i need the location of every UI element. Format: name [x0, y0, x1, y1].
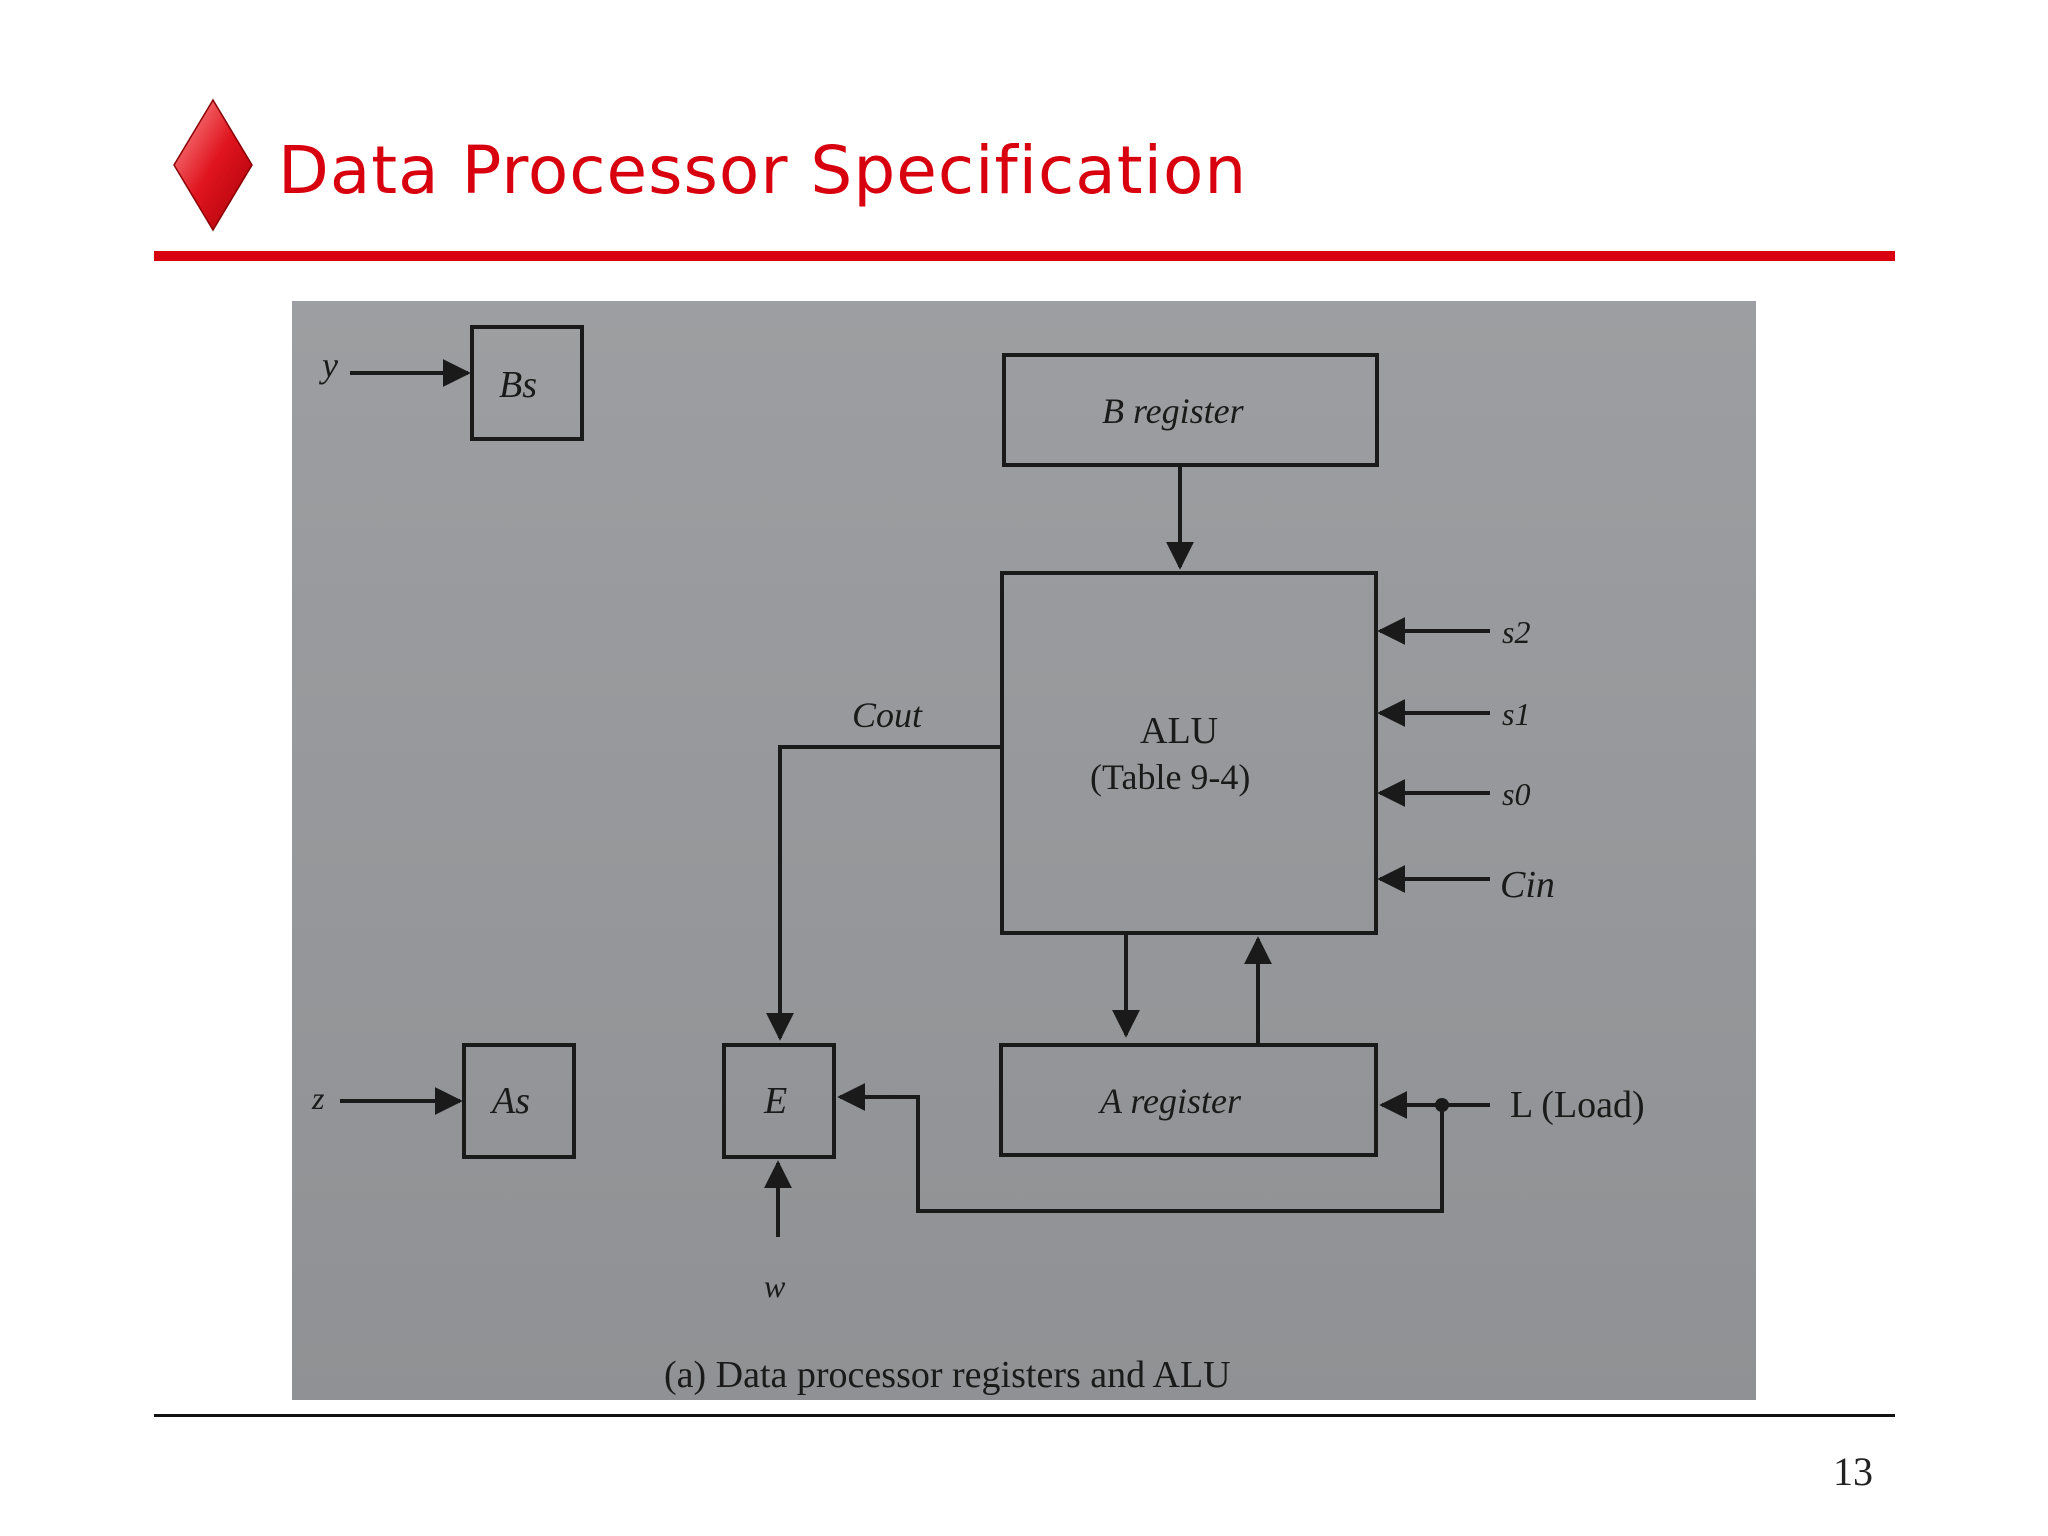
a-register-box — [999, 1043, 1378, 1157]
diagram-caption: (a) Data processor registers and ALU — [664, 1354, 1231, 1396]
e-label: E — [763, 1080, 787, 1122]
load-label: L (Load) — [1510, 1084, 1645, 1126]
page-number: 13 — [1833, 1449, 1873, 1494]
load-junction-dot — [1435, 1098, 1449, 1112]
cout-label: Cout — [852, 695, 923, 735]
alu-label: ALU — [1140, 710, 1218, 752]
z-label: z — [311, 1080, 325, 1116]
cout-wire — [766, 745, 1002, 1041]
w-label: w — [764, 1268, 786, 1304]
s0-label: s0 — [1502, 776, 1530, 812]
cin-label: Cin — [1500, 864, 1555, 906]
diamond-bullet-icon — [173, 98, 253, 232]
load-to-e-wire — [837, 1083, 1444, 1213]
y-label: y — [319, 345, 338, 385]
alu-box — [1000, 571, 1378, 935]
footer-divider — [154, 1414, 1895, 1417]
bs-box — [470, 325, 584, 441]
alu-table-label: (Table 9-4) — [1090, 757, 1250, 797]
block-diagram: y Bs B register ALU (Table 9-4) s2 s1 s0… — [292, 301, 1756, 1400]
title-divider — [154, 251, 1895, 261]
b-register-box — [1002, 353, 1379, 467]
bs-label: Bs — [499, 364, 537, 406]
b-register-label: B register — [1102, 391, 1245, 431]
as-box — [462, 1043, 576, 1159]
as-label: As — [489, 1080, 530, 1122]
e-box — [722, 1043, 836, 1159]
a-register-label: A register — [1098, 1081, 1242, 1121]
diagram-photo: y Bs B register ALU (Table 9-4) s2 s1 s0… — [292, 301, 1756, 1400]
s1-label: s1 — [1502, 696, 1530, 732]
slide-title: Data Processor Specification — [278, 132, 1248, 209]
s2-label: s2 — [1502, 614, 1530, 650]
